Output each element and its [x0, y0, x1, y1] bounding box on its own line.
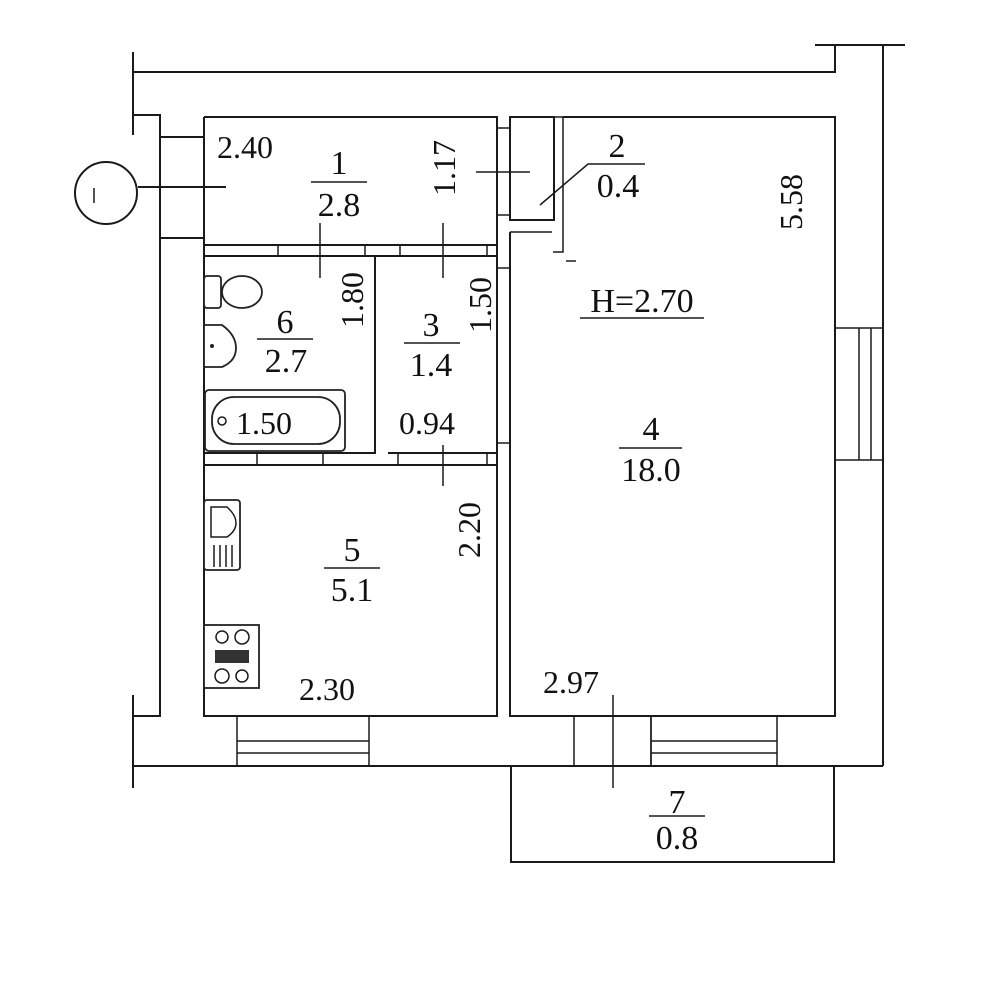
room-number: 4 — [643, 411, 660, 448]
room-number: 2 — [609, 128, 626, 165]
room-area: 1.4 — [410, 347, 453, 384]
dim-kitchen-depth: 2.20 — [451, 502, 487, 558]
washbasin-icon — [203, 324, 237, 368]
room-label-5: 5 5.1 — [324, 532, 380, 609]
dim-wc-width: 0.94 — [399, 405, 455, 441]
dim-hall-width: 2.40 — [217, 129, 273, 165]
dim-bathtub-length: 1.50 — [236, 405, 292, 441]
window-living — [650, 715, 778, 767]
room-area: 5.1 — [331, 572, 374, 609]
room-number: 1 — [331, 145, 348, 182]
room-area: 18.0 — [621, 452, 681, 489]
dim-kitchen-width: 2.30 — [299, 671, 355, 707]
window-kitchen — [236, 715, 370, 767]
room-number: 5 — [344, 532, 361, 569]
dim-wc-depth: 1.50 — [462, 277, 498, 333]
room-number: 3 — [423, 307, 440, 344]
room-label-2: 2 0.4 — [597, 128, 640, 205]
room-label-7: 7 0.8 — [649, 784, 705, 857]
room-area: 0.4 — [597, 168, 640, 205]
room-label-3: 3 1.4 — [404, 307, 460, 384]
bathtub-icon — [204, 389, 346, 452]
entrance-marker — [74, 161, 138, 225]
dim-bath-depth: 1.80 — [334, 272, 370, 328]
room-area: 2.7 — [265, 343, 308, 380]
dimension-labels: 2.40 1.17 5.58 1.80 1.50 1.50 0.94 2.20 … — [217, 129, 809, 707]
ceiling-height-label: H=2.70 — [580, 283, 704, 320]
dim-hall-depth: 1.17 — [426, 140, 462, 196]
dim-living-depth: 5.58 — [773, 174, 809, 230]
room-number: 7 — [669, 784, 686, 821]
room-area: 0.8 — [656, 820, 699, 857]
room-area: 2.8 — [318, 187, 361, 224]
toilet-icon — [203, 275, 263, 309]
dim-living-width: 2.97 — [543, 664, 599, 700]
svg-text:H=2.70: H=2.70 — [590, 283, 693, 320]
kitchen-sink-icon — [203, 499, 241, 571]
room-label-6: 6 2.7 — [257, 304, 313, 380]
room-label-4: 4 18.0 — [619, 411, 682, 489]
room-label-1: 1 2.8 — [311, 145, 367, 224]
dimension-ticks — [319, 163, 645, 788]
window-right — [834, 327, 884, 461]
room-number: 6 — [277, 304, 294, 341]
stove-icon — [203, 624, 260, 689]
